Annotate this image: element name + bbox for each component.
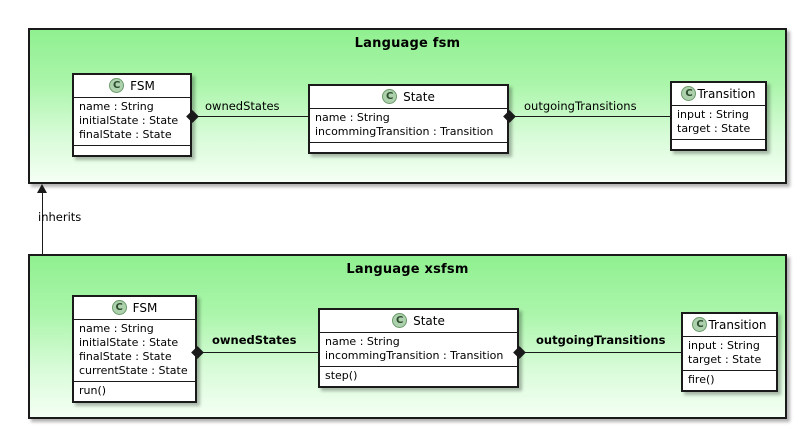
class-box-xsfsm-fsm[interactable]: C FSM name : String initialState : State… <box>72 295 197 403</box>
class-box-xsfsm-transition[interactable]: C Transition input : String target : Sta… <box>681 312 778 392</box>
class-operations: run() <box>74 382 195 401</box>
association-label-ownedstates: ownedStates <box>205 99 280 113</box>
class-name: State <box>413 313 445 328</box>
class-box-fsm-transition[interactable]: C Transition input : String target : Sta… <box>670 81 767 151</box>
class-operations: step() <box>320 367 517 386</box>
association-label-ownedstates: ownedStates <box>212 333 297 347</box>
class-operations <box>310 143 507 152</box>
class-box-xsfsm-state[interactable]: C State name : String incommingTransitio… <box>318 308 519 388</box>
class-c-icon: C <box>392 313 408 328</box>
attribute-row: incommingTransition : Transition <box>315 125 494 138</box>
association-label-outgoingtransitions: outgoingTransitions <box>524 99 637 113</box>
operation-row: fire() <box>688 373 715 386</box>
class-operations <box>672 140 765 149</box>
association-line-xsfsm-outgoingtransitions <box>519 352 682 353</box>
package-title-fsm: Language fsm <box>354 36 461 51</box>
association-label-outgoingtransitions: outgoingTransitions <box>536 333 666 347</box>
attribute-row: name : String <box>79 322 154 335</box>
inherits-arrowhead <box>37 184 47 193</box>
class-name: Transition <box>708 317 767 332</box>
association-line-xsfsm-ownedstates <box>197 352 320 353</box>
inherits-label: inherits <box>38 210 82 224</box>
class-c-icon: C <box>382 89 398 104</box>
class-attributes: input : String target : State <box>672 106 765 140</box>
class-box-fsm-fsm[interactable]: C FSM name : String initialState : State… <box>72 73 192 157</box>
attribute-row: input : String <box>688 339 760 352</box>
class-header: C State <box>310 86 507 109</box>
association-line-fsm-outgoingtransitions <box>509 116 671 117</box>
class-c-icon: C <box>692 317 708 332</box>
class-header: C FSM <box>74 75 190 98</box>
class-operations <box>74 146 190 155</box>
class-name: Transition <box>697 86 756 101</box>
attribute-row: name : String <box>325 335 400 348</box>
attribute-row: target : State <box>677 122 751 135</box>
class-box-fsm-state[interactable]: C State name : String incommingTransitio… <box>308 84 509 154</box>
attribute-row: currentState : State <box>79 364 188 377</box>
class-header: C Transition <box>683 314 776 337</box>
attribute-row: name : String <box>315 111 390 124</box>
attribute-row: input : String <box>677 108 749 121</box>
class-name: FSM <box>130 78 155 93</box>
class-header: C FSM <box>74 297 195 320</box>
attribute-row: initialState : State <box>79 114 179 127</box>
attribute-row: incommingTransition : Transition <box>325 349 504 362</box>
attribute-row: target : State <box>688 353 762 366</box>
class-attributes: name : String incommingTransition : Tran… <box>310 109 507 143</box>
class-header: C Transition <box>672 83 765 106</box>
class-operations: fire() <box>683 371 776 390</box>
inherits-line <box>42 192 43 254</box>
class-attributes: input : String target : State <box>683 337 776 371</box>
operation-row: step() <box>325 369 358 382</box>
attribute-row: finalState : State <box>79 350 172 363</box>
operation-row: run() <box>79 384 107 397</box>
class-attributes: name : String initialState : State final… <box>74 320 195 382</box>
attribute-row: initialState : State <box>79 336 179 349</box>
association-line-fsm-ownedstates <box>192 116 310 117</box>
class-header: C State <box>320 310 517 333</box>
class-attributes: name : String initialState : State final… <box>74 98 190 146</box>
class-attributes: name : String incommingTransition : Tran… <box>320 333 517 367</box>
attribute-row: name : String <box>79 100 154 113</box>
class-c-icon: C <box>109 78 125 93</box>
attribute-row: finalState : State <box>79 128 172 141</box>
package-title-xsfsm: Language xsfsm <box>346 262 469 277</box>
class-c-icon: C <box>111 300 127 315</box>
class-name: State <box>403 89 435 104</box>
class-c-icon: C <box>681 86 697 101</box>
class-name: FSM <box>132 300 158 315</box>
